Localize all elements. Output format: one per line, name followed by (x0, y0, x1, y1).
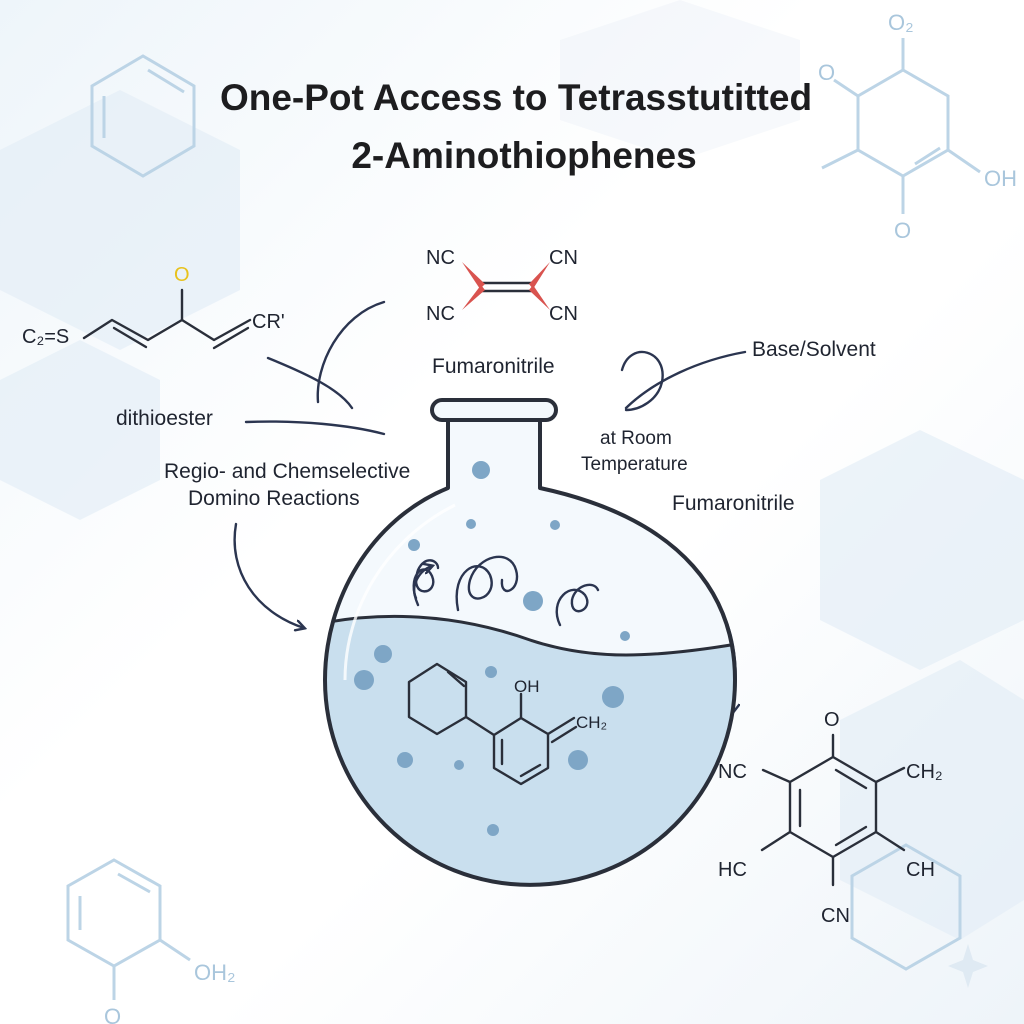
temperature-line-1: at Room (600, 428, 672, 449)
dithioester-formula-right: CR' (252, 311, 285, 333)
bg-oh: OH (984, 166, 1017, 191)
product-nc: NC (718, 761, 747, 783)
background-molecule-top-left (90, 54, 196, 178)
bg-oh2: OH₂ (194, 960, 236, 985)
flask-oh: OH (514, 677, 540, 696)
background-molecule-top-right: O₂ O OH O (818, 10, 1017, 243)
dithioester-structure: C₂=S O CR' (22, 264, 285, 350)
background-molecule-bottom-left: OH₂ O (66, 858, 236, 1024)
bg-o-bottom: O (894, 218, 911, 243)
mixing-swirls (412, 555, 600, 627)
flask-molecule: OH CH₂ (407, 662, 607, 786)
bg-o-corner: O (104, 1004, 121, 1024)
product-ch: CH (906, 859, 935, 881)
dithioester-formula-left: C₂=S (22, 326, 69, 348)
fumaronitrile-label: Fumaronitrile (432, 355, 555, 378)
product-hc: HC (718, 859, 747, 881)
substituent-nc-bottom: NC (426, 303, 455, 325)
fumaronitrile-label-2: Fumaronitrile (672, 492, 795, 515)
carbonyl-oxygen: O (174, 264, 190, 286)
product-ch2: CH₂ (906, 761, 943, 783)
bg-o-left: O (818, 60, 835, 85)
bg-o2: O₂ (888, 10, 914, 35)
flask-ch2: CH₂ (576, 713, 607, 732)
sparkle-icon (948, 944, 988, 988)
dithioester-label: dithioester (116, 407, 213, 430)
background-molecule-bottom-right (850, 843, 962, 971)
substituent-cn-top: CN (549, 247, 578, 269)
base-solvent-label: Base/Solvent (752, 338, 876, 361)
reaction-arrows (233, 300, 747, 712)
product-o: O (824, 709, 840, 731)
product-cn: CN (821, 905, 850, 927)
alkene-structure: NC CN NC CN (426, 247, 578, 325)
domino-line-1: Regio- and Chemselective (164, 460, 410, 483)
flask-bubbles (354, 461, 630, 836)
substituent-cn-bottom: CN (549, 303, 578, 325)
product-structure: O NC CH₂ HC CH CN (718, 709, 943, 927)
flask-liquid (325, 616, 735, 885)
title-line-2: 2-Aminothiophenes (351, 135, 696, 176)
title-line-1: One-Pot Access to Tetrasstutitted (220, 77, 812, 118)
round-bottom-flask (323, 398, 737, 887)
temperature-line-2: Temperature (581, 454, 688, 475)
substituent-nc-top: NC (426, 247, 455, 269)
domino-line-2: Domino Reactions (188, 487, 360, 510)
